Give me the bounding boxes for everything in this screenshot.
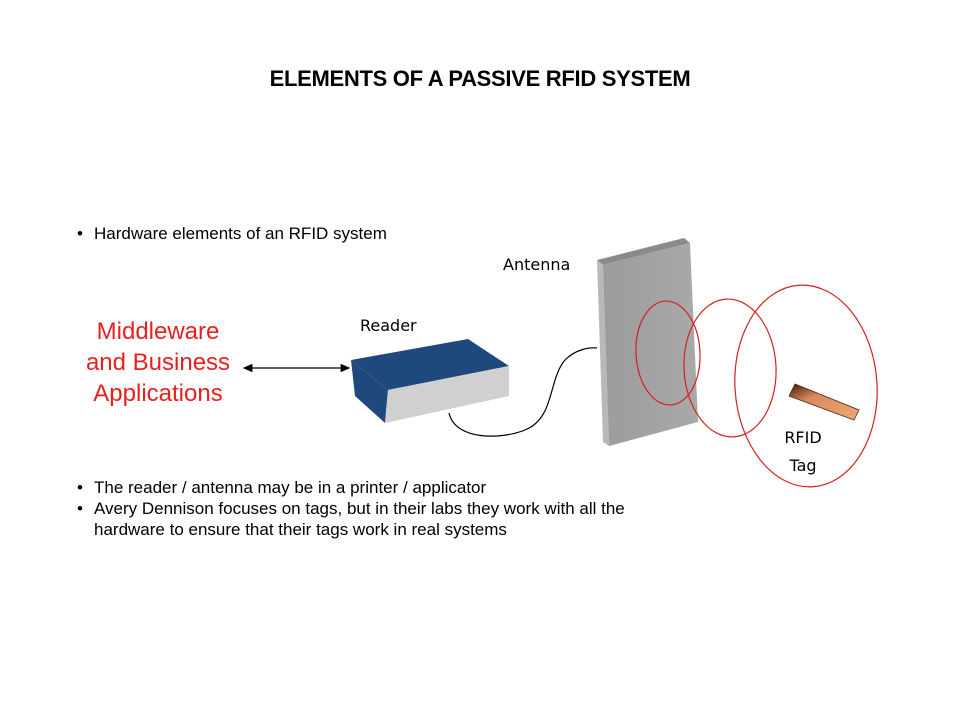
rf-field	[635, 284, 878, 488]
bullet-list-top: • Hardware elements of an RFID system	[62, 223, 582, 244]
antenna-panel	[597, 238, 698, 446]
slide-title: ELEMENTS OF A PASSIVE RFID SYSTEM	[269, 66, 691, 91]
bullet-marker: •	[77, 224, 83, 243]
reader-antenna-cable	[448, 347, 598, 437]
reader-front-face	[385, 366, 509, 423]
middleware-line: and Business	[85, 349, 231, 376]
bullet-marker: •	[77, 478, 83, 497]
antenna-face	[603, 243, 698, 446]
bullet-text: Hardware elements of an RFID system	[94, 224, 387, 243]
rfid-tag-label: RFID Tag	[772, 424, 834, 480]
reader-left-face	[351, 360, 388, 423]
antenna-side-edge	[597, 260, 609, 446]
rf-field-ring-2	[683, 298, 777, 438]
antenna-top-edge	[597, 238, 690, 265]
rfid-tag-label-line: Tag	[789, 456, 817, 475]
antenna-label: Antenna	[503, 255, 571, 274]
rfid-tag-label-line: RFID	[784, 428, 822, 447]
bullet-list-bottom: • The reader / antenna may be in a print…	[62, 477, 642, 540]
rf-field-ring-1	[635, 300, 701, 406]
reader-label: Reader	[360, 316, 417, 335]
middleware-line: Middleware	[96, 318, 220, 345]
reader-top-face	[351, 339, 509, 390]
middleware-label: Middleware and Business Applications	[70, 316, 246, 409]
rf-field-ring-3	[734, 284, 878, 488]
bullet-item: • Avery Dennison focuses on tags, but in…	[62, 498, 642, 540]
bullet-item: • Hardware elements of an RFID system	[62, 223, 582, 244]
bullet-marker: •	[77, 499, 83, 518]
bullet-text: Avery Dennison focuses on tags, but in t…	[94, 499, 625, 539]
middleware-line: Applications	[93, 380, 223, 407]
bullet-item: • The reader / antenna may be in a print…	[62, 477, 642, 498]
rfid-tag-body	[788, 383, 860, 421]
rfid-tag	[788, 383, 860, 421]
bullet-text: The reader / antenna may be in a printer…	[94, 478, 487, 497]
reader-device	[351, 339, 509, 423]
